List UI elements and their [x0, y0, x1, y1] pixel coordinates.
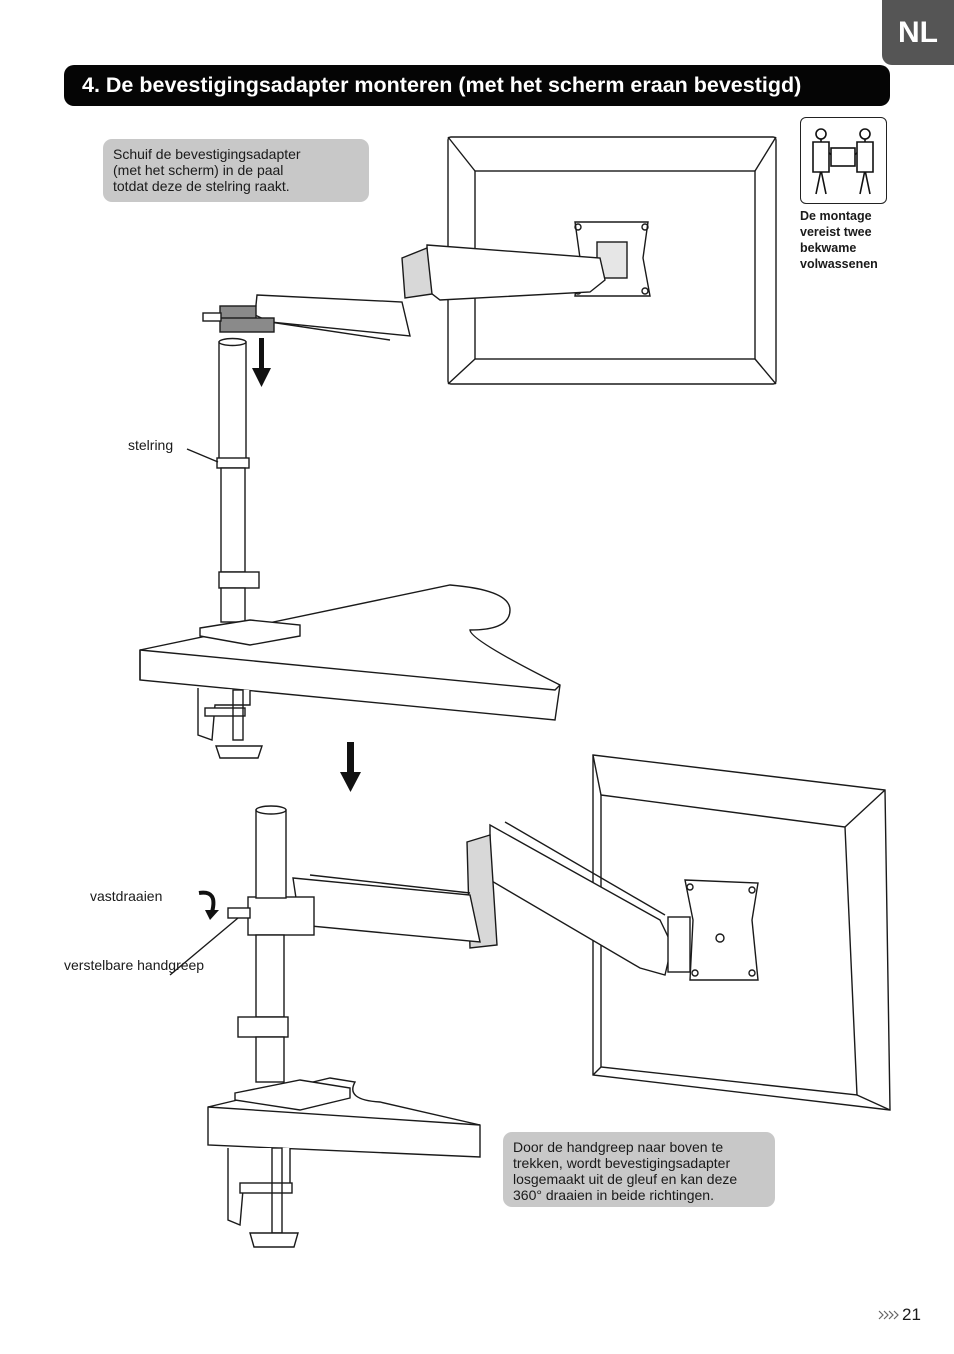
two-people-carrying-icon [800, 117, 887, 204]
callout-line: trekken, wordt bevestigingsadapter [513, 1155, 731, 1171]
callout-line: Door de handgreep naar boven te [513, 1139, 724, 1155]
arrow-down-icon [340, 742, 361, 792]
desk-top [139, 584, 561, 759]
callout-line: losgemaakt uit de gleuf en kan deze [513, 1171, 738, 1187]
monitor-bottom [592, 754, 891, 1111]
label-vastdraaien: vastdraaien [90, 888, 163, 904]
rotate-arrow-icon [169, 890, 239, 976]
arm-top [202, 244, 606, 341]
label-stelring: stelring [128, 437, 174, 453]
arm-bottom [227, 821, 691, 976]
instruction-callout-bottom: Door de handgreep naar boven te trekken,… [503, 1132, 775, 1207]
notice-line: bekwame [800, 241, 857, 255]
instruction-callout-top: Schuif de bevestigingsadapter (met het s… [103, 139, 369, 202]
page-number: 21 [878, 1305, 921, 1325]
callout-line: 360° draaien in beide richtingen. [513, 1187, 714, 1203]
page-number-text: 21 [902, 1305, 921, 1324]
section-title: 4. De bevestigingsadapter monteren (met … [64, 65, 890, 106]
pole-bottom [237, 805, 289, 1083]
callout-line: totdat deze de stelring raakt. [113, 178, 290, 194]
notice-line: De montage [800, 209, 872, 223]
arrow-down-icon [252, 338, 271, 387]
label-verstelbare-handgreep: verstelbare handgreep [64, 957, 205, 973]
notice-line: vereist twee [800, 225, 872, 239]
desk-bottom [207, 1077, 481, 1248]
notice-line: volwassenen [800, 257, 878, 271]
pole-top [186, 337, 260, 623]
language-tab: NL [882, 0, 954, 65]
chevrons-icon [878, 1310, 899, 1320]
callout-line: (met het scherm) in de paal [113, 162, 284, 178]
callout-line: Schuif de bevestigingsadapter [113, 146, 301, 162]
two-person-notice: De montage vereist twee bekwame volwasse… [800, 208, 910, 272]
